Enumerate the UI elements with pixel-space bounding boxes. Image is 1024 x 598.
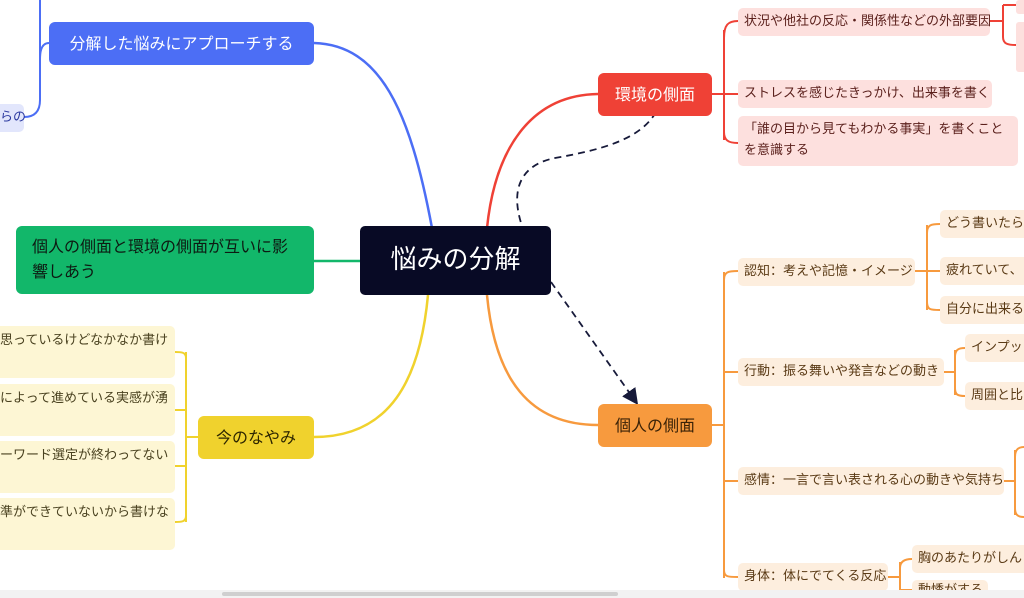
topic-approach-child-label: らの [0, 109, 27, 125]
topic-environment-label: 環境の側面 [614, 84, 695, 104]
connector-personal [485, 294, 599, 427]
connector-environment [485, 92, 599, 229]
cognition-item[interactable]: 疲れていて、 [940, 257, 1024, 285]
personal-category-action[interactable]: 行動：振る舞いや発言などの動き [738, 358, 944, 386]
cognition-item[interactable]: 自分に出来る [940, 296, 1024, 324]
environment-subitem-partial[interactable] [1016, 0, 1024, 14]
cognition-item-label: 自分に出来る [946, 301, 1024, 317]
worry-item[interactable]: 準ができていないから書けな [0, 498, 175, 550]
topic-approach-label: 分解した悩みにアプローチする [69, 33, 294, 53]
connector-current-children [174, 351, 198, 523]
connector-emotion-children [1004, 446, 1024, 518]
connector-cognition-children [915, 223, 941, 311]
topic-mutual-influence-label: 個人の側面と環境の側面が互いに影響しあう [32, 237, 289, 281]
worry-item-label: ーワード選定が終わってない [0, 448, 169, 463]
topic-approach[interactable]: 分解した悩みにアプローチする [49, 22, 314, 65]
action-item[interactable]: インプッ [965, 334, 1024, 362]
body-item-label: 胸のあたりがしん [918, 550, 1023, 566]
topic-environment[interactable]: 環境の側面 [598, 73, 712, 116]
topic-current-worries-label: 今のなやみ [215, 427, 296, 447]
topic-personal-label: 個人の側面 [614, 415, 695, 435]
personal-category-body[interactable]: 身体：体にでてくる反応 [738, 563, 888, 591]
relation-arrow-env-to-center [516, 111, 657, 227]
environment-item-label: 「誰の目から見てもわかる事実」を書くことを意識する [744, 122, 1004, 158]
environment-item[interactable]: 「誰の目から見てもわかる事実」を書くことを意識する [738, 116, 1018, 166]
cognition-item-label: 疲れていて、 [946, 262, 1023, 278]
personal-category-label: 行動：振る舞いや発言などの動き [744, 363, 940, 379]
personal-category-cognition[interactable]: 認知：考えや記憶・イメージ [738, 258, 915, 286]
environment-subitem-partial[interactable] [1016, 22, 1024, 72]
cognition-item-label: どう書いたら [946, 215, 1024, 231]
worry-item-label: 思っているけどなかなか書け [0, 333, 169, 348]
connector-environment-children [712, 20, 739, 144]
action-item-label: インプッ [971, 339, 1023, 355]
connector-personal-children [712, 270, 739, 578]
connector-environment-sub [990, 4, 1017, 46]
topic-approach-child-partial[interactable]: らの [0, 104, 27, 132]
worry-item[interactable]: によって進めている実感が湧 [0, 384, 175, 436]
horizontal-scrollbar[interactable] [0, 590, 1024, 598]
connector-approach-child [23, 42, 50, 118]
personal-category-label: 認知：考えや記憶・イメージ [744, 263, 913, 279]
central-topic-label: 悩みの分解 [390, 244, 521, 275]
topic-mutual-influence[interactable]: 個人の側面と環境の側面が互いに影響しあう [16, 226, 314, 294]
horizontal-scrollbar-thumb[interactable] [222, 592, 618, 596]
action-item[interactable]: 周囲と比 [965, 382, 1024, 410]
central-topic[interactable]: 悩みの分解 [360, 226, 551, 295]
connector-body-children [888, 558, 913, 598]
personal-category-label: 感情：一言で言い表される心の動きや気持ち [744, 472, 1005, 488]
worry-item-label: 準ができていないから書けな [0, 505, 170, 520]
action-item-label: 周囲と比 [971, 387, 1024, 403]
connector-approach [313, 41, 434, 229]
environment-item-label: ストレスを感じたきっかけ、出来事を書く [744, 85, 990, 101]
personal-category-emotion[interactable]: 感情：一言で言い表される心の動きや気持ち [738, 467, 1004, 495]
environment-item[interactable]: 状況や他社の反応・関係性などの外部要因 [738, 8, 992, 36]
environment-item-label: 状況や他社の反応・関係性などの外部要因 [744, 13, 992, 29]
personal-category-label: 身体：体にでてくる反応 [744, 568, 887, 584]
topic-current-worries[interactable]: 今のなやみ [198, 416, 314, 459]
connector-action-children [944, 347, 966, 397]
relation-arrow-center-to-personal [550, 281, 639, 405]
environment-item[interactable]: ストレスを感じたきっかけ、出来事を書く [738, 80, 992, 108]
body-item[interactable]: 胸のあたりがしん [912, 545, 1024, 573]
worry-item-label: によって進めている実感が湧 [0, 391, 168, 406]
cognition-item[interactable]: どう書いたら [940, 210, 1024, 238]
worry-item[interactable]: ーワード選定が終わってない [0, 441, 175, 493]
topic-personal[interactable]: 個人の側面 [598, 404, 712, 447]
connector-current [313, 294, 430, 439]
worry-item[interactable]: 思っているけどなかなか書け [0, 326, 175, 378]
